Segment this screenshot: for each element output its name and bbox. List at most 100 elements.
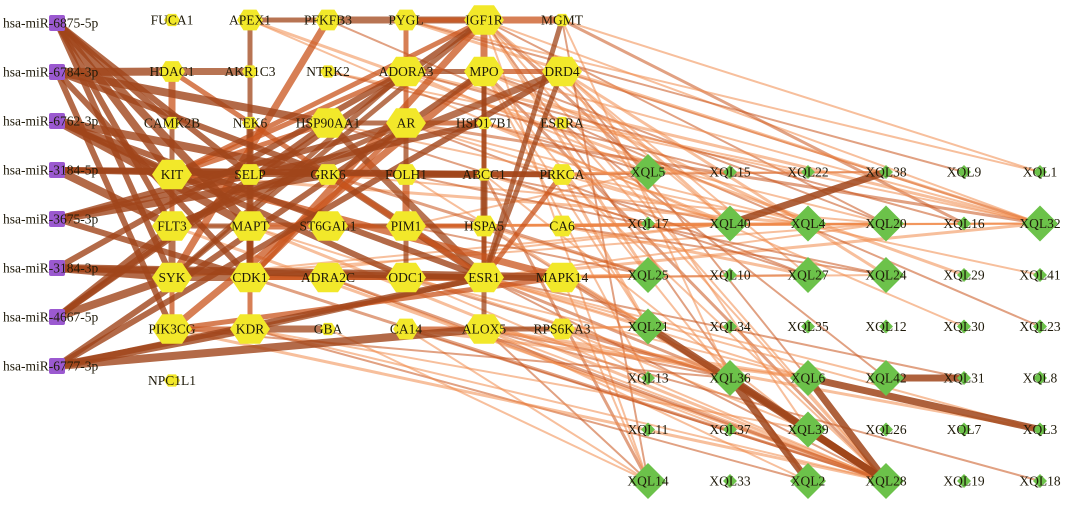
target-label-prkca: PRKCA	[539, 167, 584, 182]
mirna-label-hsa-mir-3184-5p: hsa-miR-3184-5p	[3, 163, 98, 178]
target-label-camk2b: CAMK2B	[144, 116, 200, 131]
mirna-node-hsa-mir-3184-3p	[49, 260, 65, 276]
target-node-igf1r	[464, 5, 504, 35]
compound-node-xql27	[790, 257, 826, 293]
edge-mirna-target	[53, 68, 332, 127]
target-label-grk6: GRK6	[310, 167, 346, 182]
target-label-npc1l1: NPC1L1	[148, 373, 196, 388]
target-label-apex1: APEX1	[229, 13, 271, 28]
compound-label-xql30: XQL30	[943, 319, 984, 334]
compound-node-xql33	[723, 474, 737, 488]
compound-node-xql6	[790, 360, 826, 396]
mirna-label-hsa-mir-3184-3p: hsa-miR-3184-3p	[3, 261, 98, 276]
compound-label-xql27: XQL27	[787, 268, 828, 283]
target-node-odc1	[386, 262, 426, 293]
target-label-alox5: ALOX5	[462, 322, 506, 337]
compound-node-xql32	[1022, 205, 1058, 242]
compound-node-xql2	[790, 463, 826, 499]
target-node-gba	[320, 322, 336, 336]
edge-target-compound	[482, 222, 1042, 279]
target-node-prkca	[549, 164, 575, 185]
target-node-selp	[237, 164, 263, 185]
edge-target-compound	[404, 70, 1042, 225]
compound-label-xql14: XQL14	[627, 474, 668, 489]
target-node-folh1	[393, 164, 419, 185]
compound-node-xql29	[957, 268, 971, 282]
edge-mirna-target	[53, 273, 176, 321]
compound-label-xql35: XQL35	[787, 319, 828, 334]
compound-node-xql25	[630, 257, 666, 293]
target-node-pik3cg	[152, 314, 192, 344]
compound-node-xql24	[868, 257, 904, 293]
target-label-gba: GBA	[314, 322, 343, 337]
compound-label-xql7: XQL7	[947, 422, 982, 437]
compound-node-xql36	[712, 360, 748, 396]
target-node-ca14	[393, 318, 419, 340]
target-node-adora3	[386, 56, 426, 87]
target-node-hdac1	[159, 61, 185, 82]
compound-label-xql38: XQL38	[865, 165, 906, 180]
edge-mirna-target	[53, 67, 176, 76]
target-label-ntrk2: NTRK2	[306, 64, 350, 79]
compound-label-xql32: XQL32	[1019, 216, 1060, 231]
mirna-node-hsa-mir-4667-5p	[49, 309, 65, 325]
target-node-ca6	[549, 215, 575, 237]
compound-node-xql9	[957, 165, 971, 179]
target-label-selp: SELP	[234, 167, 266, 182]
compound-node-xql19	[957, 474, 971, 488]
target-node-hsd17b1	[476, 116, 492, 130]
compound-label-xql18: XQL18	[1019, 474, 1060, 489]
target-node-nek6	[242, 116, 258, 130]
edge-target-compound	[482, 327, 1042, 431]
compound-label-xql31: XQL31	[943, 371, 984, 386]
edge-target-target	[169, 17, 487, 177]
compound-label-xql12: XQL12	[865, 319, 906, 334]
edge-target-compound	[483, 276, 887, 379]
target-node-flt3	[152, 211, 192, 241]
target-node-hsp90aa1	[308, 108, 348, 138]
compound-label-xql6: XQL6	[791, 371, 826, 386]
target-label-esr1: ESR1	[468, 270, 500, 285]
compound-label-xql26: XQL26	[865, 422, 906, 437]
compound-node-xql38	[879, 165, 893, 179]
target-label-kdr: KDR	[236, 322, 265, 337]
compound-label-xql22: XQL22	[787, 165, 828, 180]
target-node-mapt	[230, 211, 270, 241]
compound-node-xql4	[790, 205, 826, 242]
edge-target-compound	[327, 122, 1041, 276]
compound-node-xql15	[723, 165, 737, 179]
target-label-folh1: FOLH1	[385, 167, 427, 182]
compound-label-xql1: XQL1	[1023, 165, 1058, 180]
edge-target-compound	[249, 328, 887, 482]
target-label-syk: SYK	[158, 270, 185, 285]
compound-node-xql10	[723, 268, 737, 282]
target-label-hsp90aa1: HSP90AA1	[296, 116, 361, 131]
target-node-drd4	[542, 56, 582, 87]
label-layer: hsa-miR-6875-5phsa-miR-6784-3phsa-miR-67…	[3, 13, 1061, 489]
target-label-mapt: MAPT	[231, 219, 269, 234]
target-node-grk6	[315, 164, 341, 185]
edge-target-compound	[561, 122, 887, 482]
edge-target-compound	[248, 18, 966, 277]
target-node-pim1	[386, 211, 426, 241]
compound-node-xql17	[641, 216, 655, 231]
mirna-node-hsa-mir-6762-3p	[49, 113, 65, 129]
target-node-st6gal1	[308, 211, 348, 241]
target-label-kit: KIT	[161, 167, 184, 182]
target-label-igf1r: IGF1R	[465, 13, 503, 28]
compound-node-xql8	[1033, 371, 1047, 385]
target-node-syk	[152, 262, 192, 293]
target-label-ar: AR	[397, 116, 416, 131]
compound-node-xql34	[723, 319, 737, 334]
edge-target-compound	[405, 276, 809, 379]
target-node-mpo	[464, 56, 504, 87]
target-node-esr1	[464, 262, 504, 293]
edge-mirna-target	[54, 68, 409, 271]
edge-target-compound	[249, 225, 731, 379]
target-label-cdk1: CDK1	[232, 270, 267, 285]
compound-label-xql16: XQL16	[943, 216, 984, 231]
compound-node-xql37	[723, 422, 737, 437]
compound-label-xql3: XQL3	[1023, 422, 1058, 437]
edge-target-compound	[483, 276, 965, 379]
target-label-hdac1: HDAC1	[149, 64, 194, 79]
